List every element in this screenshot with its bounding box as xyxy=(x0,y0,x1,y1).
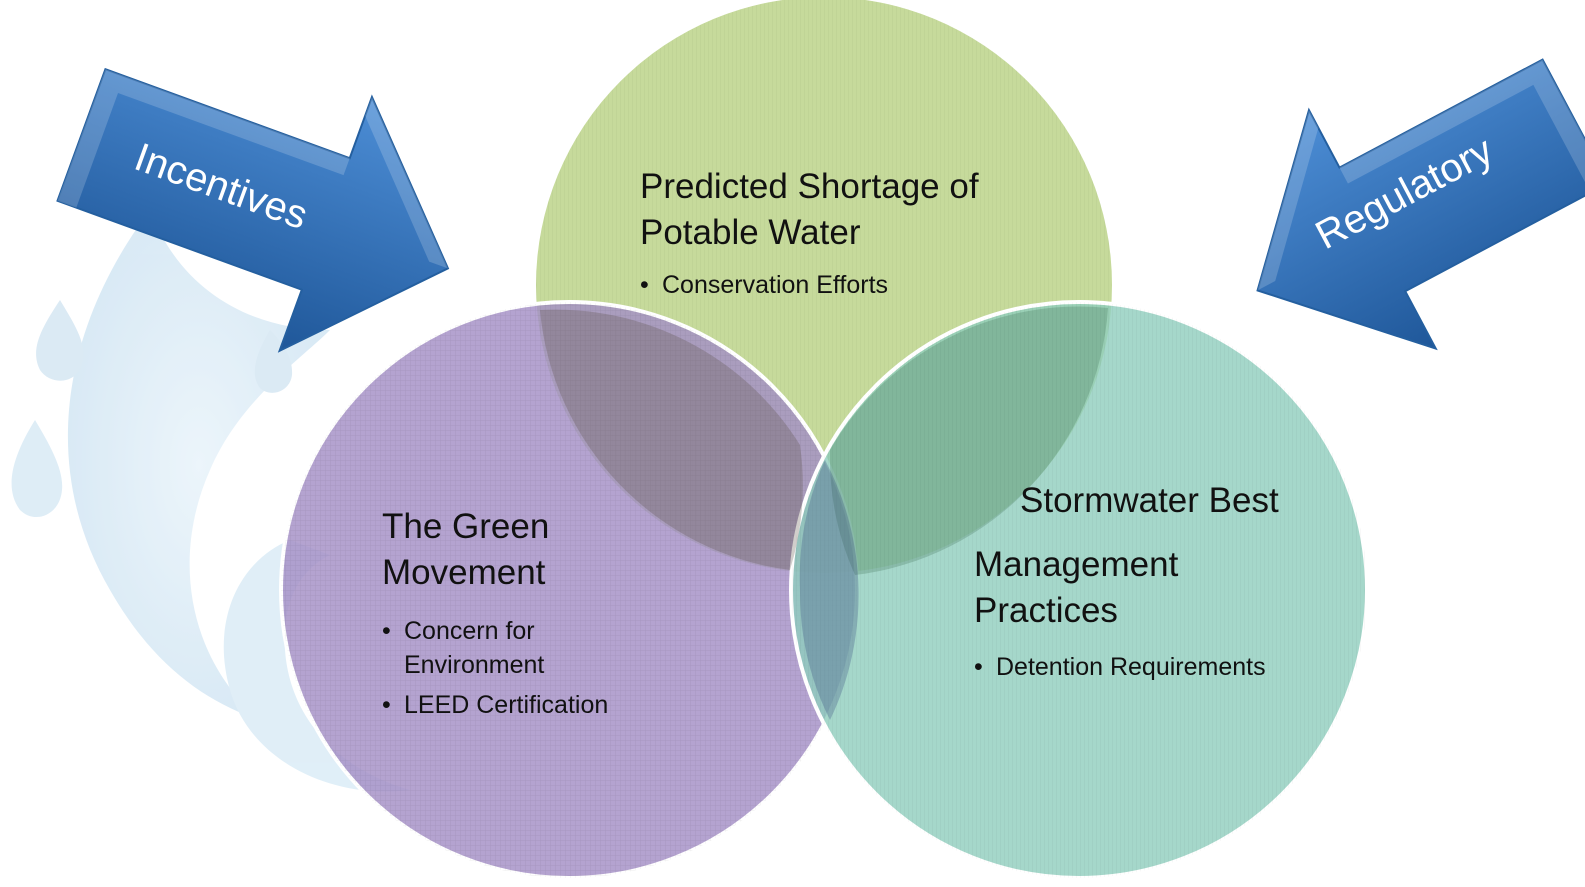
green-movement-text: The Green Movement Concern for Environme… xyxy=(382,504,662,728)
green-movement-bullets: Concern for Environment LEED Certificati… xyxy=(382,614,662,722)
incentives-arrow xyxy=(56,67,450,353)
list-item: Detention Requirements xyxy=(974,650,1334,684)
stormwater-heading: Stormwater Best Management Practices xyxy=(974,481,1279,630)
green-movement-heading: The Green Movement xyxy=(382,507,550,592)
potable-water-text: Predicted Shortage of Potable Water Cons… xyxy=(640,164,1060,308)
overlap-top-left xyxy=(540,309,803,570)
potable-water-bullets: Conservation Efforts xyxy=(640,268,1060,302)
list-item: Concern for Environment xyxy=(382,614,574,682)
potable-water-heading: Predicted Shortage of Potable Water xyxy=(640,167,979,252)
list-item: LEED Certification xyxy=(382,688,662,722)
overlap-left-right xyxy=(799,460,859,720)
regulatory-arrow xyxy=(1256,58,1585,351)
overlap-top-right xyxy=(829,306,1108,575)
venn-circles xyxy=(279,0,1369,880)
list-item: Conservation Efforts xyxy=(640,268,1060,302)
stormwater-text: Stormwater Best Management Practices Det… xyxy=(974,478,1334,690)
stormwater-bullets: Detention Requirements xyxy=(974,650,1334,684)
